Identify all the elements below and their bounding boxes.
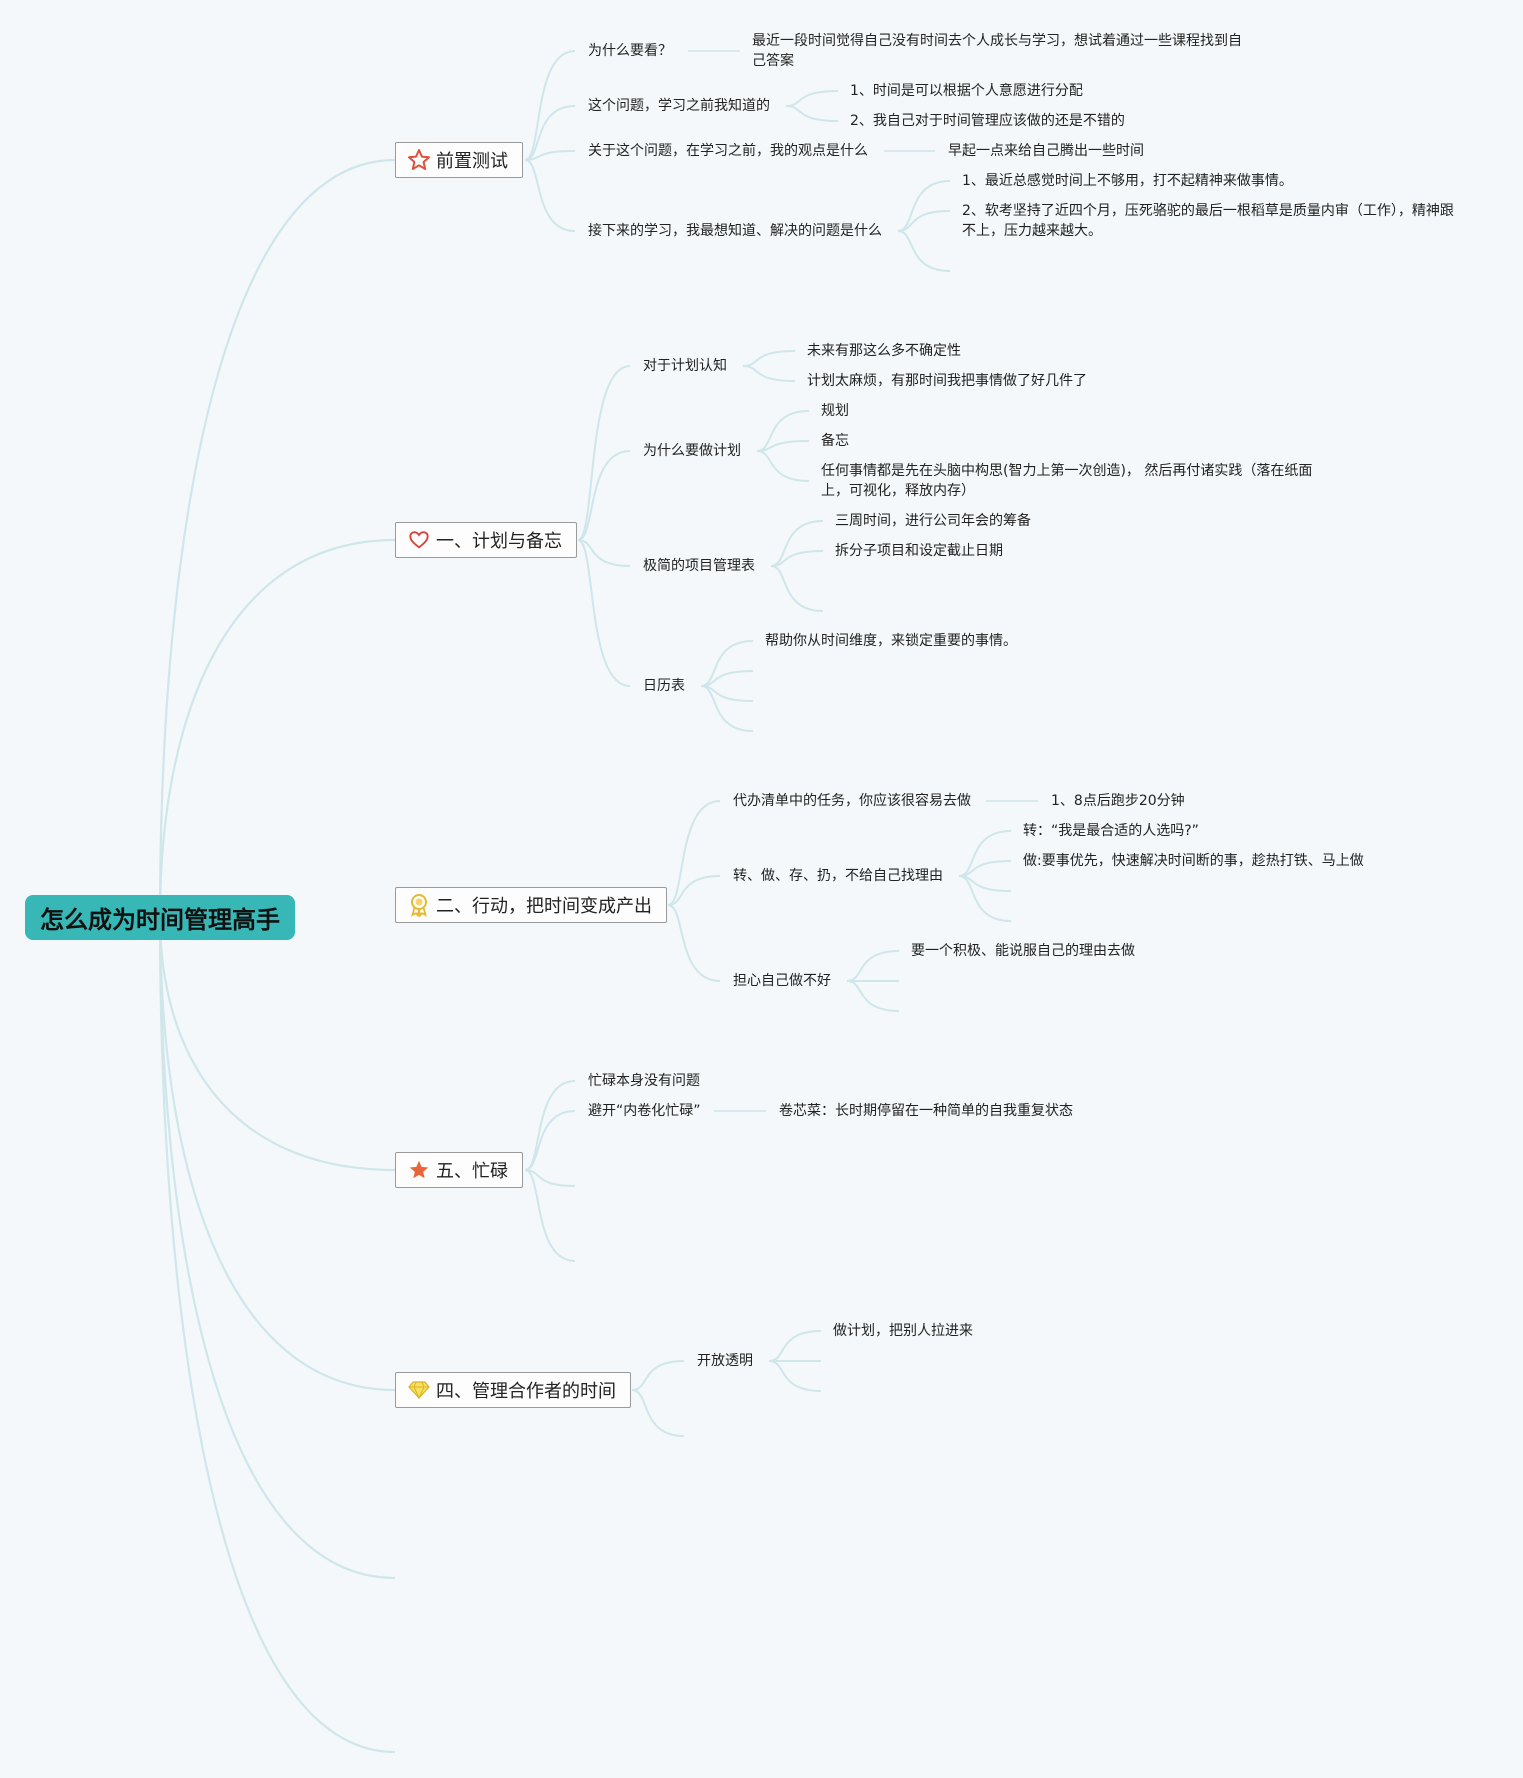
- connector-line: [158, 158, 396, 918]
- connector-line: [897, 180, 951, 232]
- node-four-actions-1[interactable]: 转：“我是最合适的人选吗?”: [1023, 823, 1199, 839]
- branch-label: 二、行动，把时间变成产出: [436, 896, 652, 917]
- node-want-to-know[interactable]: 接下来的学习，我最想知道、解决的问题是什么: [588, 223, 882, 239]
- node-want-1[interactable]: 1、最近总感觉时间上不够用，打不起精神来做事情。: [962, 173, 1293, 189]
- connector-line: [742, 365, 796, 382]
- node-four-actions-2[interactable]: 做:要事优先，快速解决时间断的事，趁热打铁、马上做: [1023, 853, 1364, 869]
- node-todo-easy[interactable]: 代办清单中的任务，你应该很容易去做: [733, 793, 971, 809]
- node-four-actions[interactable]: 转、做、存、扔，不给自己找理由: [733, 868, 943, 884]
- connector-line: [958, 875, 1012, 922]
- connector-line: [768, 1330, 822, 1362]
- node-known-1[interactable]: 1、时间是可以根据个人意愿进行分配: [850, 83, 1083, 99]
- node-worry-1[interactable]: 要一个积极、能说服自己的理由去做: [911, 943, 1135, 959]
- node-plan-cognition-1[interactable]: 未来有那这么多不确定性: [807, 343, 961, 359]
- node-todo-easy-1[interactable]: 1、8点后跑步20分钟: [1051, 793, 1185, 809]
- connector-line: [770, 520, 824, 567]
- node-why-read[interactable]: 为什么要看？: [588, 43, 672, 59]
- node-why-read-answer[interactable]: 最近一段时间觉得自己没有时间去个人成长与学习，想试着通过一些课程找到自己答案: [752, 33, 1242, 69]
- connector-line: [700, 670, 754, 687]
- connector-line: [667, 904, 721, 982]
- connector-line: [524, 1169, 576, 1187]
- connector-line: [756, 410, 810, 452]
- node-known-2[interactable]: 2、我自己对于时间管理应该做的还是不错的: [850, 113, 1125, 129]
- node-project-table-1[interactable]: 三周时间，进行公司年会的筹备: [835, 513, 1031, 529]
- branch-label: 五、忙碌: [436, 1161, 508, 1182]
- node-why-plan-3[interactable]: 任何事情都是先在头脑中构思(智力上第一次创造)， 然后再付诸实践（落在纸面上，可…: [821, 463, 1313, 499]
- branch-action-output[interactable]: 二、行动，把时间变成产出: [395, 887, 667, 923]
- connector-line: [667, 800, 721, 906]
- branch-label: 前置测试: [436, 151, 508, 172]
- connector-line: [158, 916, 396, 1580]
- connector-line: [846, 980, 900, 1012]
- node-avoid-involution-1[interactable]: 卷芯菜：长时期停留在一种简单的自我重复状态: [779, 1103, 1073, 1119]
- node-why-plan-1[interactable]: 规划: [821, 403, 849, 419]
- diamond-icon: [406, 1377, 432, 1403]
- branch-label: 一、计划与备忘: [436, 531, 562, 552]
- connector-line: [958, 875, 1012, 892]
- connector-line: [577, 450, 631, 541]
- branch-label: 四、管理合作者的时间: [436, 1381, 616, 1402]
- connector-line: [158, 916, 396, 1172]
- connector-line: [524, 159, 576, 232]
- connector-line: [897, 210, 951, 232]
- connector-line: [768, 1360, 822, 1392]
- connector-line: [524, 150, 576, 161]
- branch-plan-memo[interactable]: 一、计划与备忘: [395, 522, 577, 558]
- node-known-before[interactable]: 这个问题，学习之前我知道的: [588, 98, 770, 114]
- node-open-1[interactable]: 做计划，把别人拉进来: [833, 1323, 973, 1339]
- connector-line: [577, 539, 631, 567]
- star-outline-icon: [406, 147, 432, 173]
- branch-busy[interactable]: 五、忙碌: [395, 1152, 523, 1188]
- connector-line: [700, 685, 754, 702]
- node-why-plan[interactable]: 为什么要做计划: [643, 443, 741, 459]
- connector-line: [158, 916, 396, 1392]
- node-calendar[interactable]: 日历表: [643, 678, 685, 694]
- connector-line: [524, 105, 576, 161]
- connector-line: [631, 1360, 685, 1391]
- star-filled-icon: [406, 1157, 432, 1183]
- node-project-table[interactable]: 极简的项目管理表: [643, 558, 755, 574]
- node-project-table-2[interactable]: 拆分子项目和设定截止日期: [835, 543, 1003, 559]
- node-avoid-involution[interactable]: 避开“内卷化忙碌”: [588, 1103, 701, 1119]
- branch-pretest[interactable]: 前置测试: [395, 142, 523, 178]
- node-plan-cognition-2[interactable]: 计划太麻烦，有那时间我把事情做了好几件了: [807, 373, 1087, 389]
- connector-line: [158, 538, 396, 918]
- node-want-2[interactable]: 2、软考坚持了近四个月，压死骆驼的最后一根稻草是质量内审（工作），精神跟不上，压…: [962, 203, 1454, 239]
- connector-line: [742, 350, 796, 367]
- node-worry[interactable]: 担心自己做不好: [733, 973, 831, 989]
- connector-line: [846, 950, 900, 982]
- branch-partner-time[interactable]: 四、管理合作者的时间: [395, 1372, 631, 1408]
- connector-line: [577, 365, 631, 541]
- medal-icon: [406, 892, 432, 918]
- connector-line: [770, 550, 824, 567]
- connector-line: [700, 640, 754, 687]
- node-plan-cognition[interactable]: 对于计划认知: [643, 358, 727, 374]
- node-view-answer[interactable]: 早起一点来给自己腾出一些时间: [948, 143, 1144, 159]
- connector-line: [158, 916, 396, 1754]
- connector-line: [785, 105, 839, 122]
- heart-icon: [406, 527, 432, 553]
- connector-line: [958, 830, 1012, 877]
- connector-line: [756, 450, 810, 482]
- connector-line: [770, 565, 824, 612]
- connector-line: [524, 1169, 576, 1262]
- connector-line: [524, 50, 576, 161]
- node-calendar-1[interactable]: 帮助你从时间维度，来锁定重要的事情。: [765, 633, 1017, 649]
- connector-line: [631, 1389, 685, 1437]
- connector-line: [897, 230, 951, 272]
- node-why-plan-2[interactable]: 备忘: [821, 433, 849, 449]
- root-topic[interactable]: 怎么成为时间管理高手: [25, 895, 295, 940]
- connector-line: [577, 539, 631, 687]
- node-busy-ok[interactable]: 忙碌本身没有问题: [588, 1073, 700, 1089]
- connector-line: [958, 860, 1012, 877]
- node-open[interactable]: 开放透明: [697, 1353, 753, 1369]
- connector-line: [524, 1080, 576, 1171]
- connector-line: [700, 685, 754, 732]
- connector-line: [524, 1110, 576, 1171]
- node-view-before[interactable]: 关于这个问题，在学习之前，我的观点是什么: [588, 143, 868, 159]
- connector-line: [785, 90, 839, 107]
- connector-line: [667, 875, 721, 906]
